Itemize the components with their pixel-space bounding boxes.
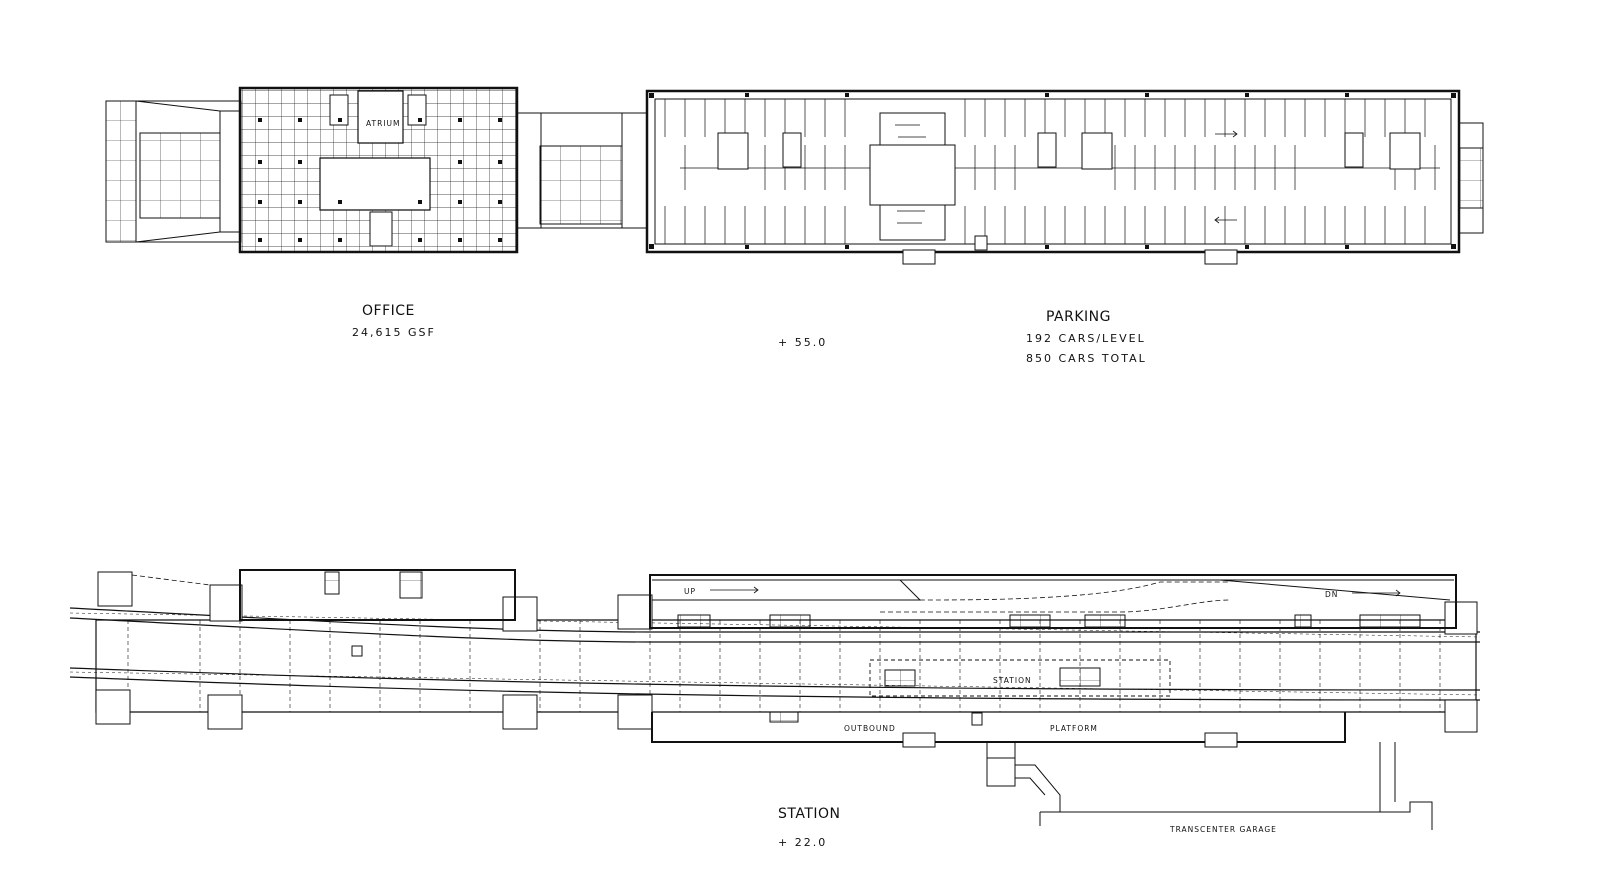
office-area: 24,615 GSF — [352, 326, 436, 339]
upper-plan: ATRIUM — [106, 88, 1483, 264]
west-glazed-wing — [106, 101, 241, 242]
station-piers — [96, 572, 1477, 732]
lower-plan: UP DN STATION OUTBOUND PLATFORM — [70, 570, 1480, 834]
ramp-structure: UP DN — [650, 575, 1456, 628]
outbound-label: OUTBOUND — [844, 724, 896, 733]
ramp-down-label: DN — [1325, 590, 1338, 599]
parking-title: PARKING — [1046, 309, 1111, 325]
atrium-label: ATRIUM — [366, 119, 401, 128]
platform-outline — [96, 620, 1476, 712]
parking-total: 850 CARS TOTAL — [1026, 352, 1147, 365]
station-title: STATION — [778, 806, 841, 822]
office-parking-connector — [517, 113, 647, 228]
parking-deck — [647, 91, 1459, 264]
rail-tracks — [70, 608, 1480, 700]
office-columns — [258, 118, 502, 242]
station-elevation: + 22.0 — [778, 836, 828, 849]
office-block: ATRIUM — [240, 88, 517, 252]
station-concourse: STATION OUTBOUND PLATFORM — [770, 660, 1170, 733]
parking-per-level: 192 CARS/LEVEL — [1026, 332, 1146, 345]
platform-label: PLATFORM — [1050, 724, 1098, 733]
station-label: STATION — [993, 676, 1032, 685]
office-footprint — [240, 570, 515, 620]
garage-link: TRANSCENTER GARAGE — [987, 742, 1432, 834]
transcenter-garage-label: TRANSCENTER GARAGE — [1169, 825, 1277, 834]
office-title: OFFICE — [362, 303, 415, 319]
ramp-up-label: UP — [684, 587, 696, 596]
upper-elevation: + 55.0 — [778, 336, 828, 349]
